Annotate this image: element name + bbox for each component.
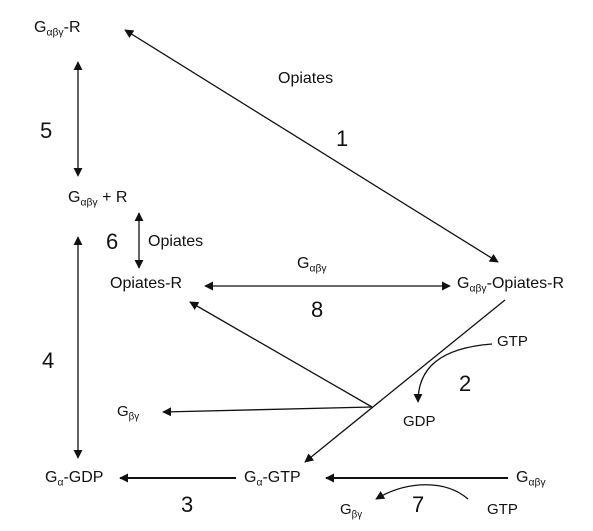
step-number-4: 4 bbox=[42, 348, 55, 373]
node-opiates-r: Opiates-R bbox=[110, 276, 182, 292]
node-g-abg-plus-r: Gαβγ + R bbox=[68, 190, 127, 209]
node-g-abg-bottom: Gαβγ bbox=[516, 470, 546, 489]
arrow-branch-to-opiates-r bbox=[189, 301, 373, 408]
arrow-receptor-to-ga-gtp bbox=[304, 299, 506, 463]
node-g-abg-opiates-r-suffix: -Opiates-R bbox=[486, 275, 564, 292]
node-g-abg-bottom-sub: αβγ bbox=[528, 477, 546, 489]
node-g-a-gdp-main: G bbox=[45, 469, 58, 486]
step-number-1: 1 bbox=[336, 126, 349, 151]
node-opiates-r-text: Opiates-R bbox=[110, 275, 183, 292]
label-g-abg-over-arrow-sub: αβγ bbox=[309, 263, 327, 275]
node-g-abg-r-main: G bbox=[34, 19, 47, 36]
node-g-bg-bottom: Gβγ bbox=[340, 502, 362, 520]
node-g-bg-bottom-sub: βγ bbox=[351, 509, 363, 521]
arrow-step1 bbox=[124, 29, 499, 263]
node-g-abg-r-suffix: -R bbox=[63, 19, 81, 36]
label-opiates-step6: Opiates bbox=[148, 233, 204, 250]
arrow-step7 bbox=[375, 484, 469, 500]
step-number-6: 6 bbox=[106, 229, 119, 254]
node-g-abg-opiates-r: Gαβγ-Opiates-R bbox=[457, 276, 564, 295]
node-g-abg-plus-r-sub: αβγ bbox=[80, 197, 98, 209]
label-g-abg-over-arrow-main: G bbox=[297, 255, 310, 272]
arrow-branch-to-gbg bbox=[162, 406, 373, 417]
step-number-2: 2 bbox=[459, 371, 472, 396]
node-g-abg-plus-r-main: G bbox=[68, 189, 81, 206]
node-g-abg-opiates-r-sub: αβγ bbox=[469, 283, 487, 295]
step-number-7: 7 bbox=[412, 492, 425, 517]
node-g-abg-r: Gαβγ-R bbox=[34, 20, 81, 39]
step-number-3: 3 bbox=[181, 492, 194, 517]
label-gtp-bottom: GTP bbox=[487, 501, 518, 518]
step-number-5: 5 bbox=[40, 118, 53, 143]
node-g-a-gtp-main: G bbox=[244, 469, 257, 486]
node-g-abg-plus-r-suffix: + R bbox=[97, 189, 128, 206]
node-g-abg-bottom-main: G bbox=[516, 469, 529, 486]
label-gtp-right: GTP bbox=[497, 333, 528, 350]
node-g-bg-mid: Gβγ bbox=[117, 404, 139, 422]
node-g-a-gdp-suffix: -GDP bbox=[63, 469, 104, 486]
node-g-bg-mid-main: G bbox=[117, 403, 129, 420]
node-g-abg-opiates-r-main: G bbox=[457, 275, 470, 292]
node-g-a-gtp-sub: α bbox=[256, 477, 263, 489]
node-g-a-gtp-suffix: -GTP bbox=[262, 469, 301, 486]
label-opiates-top: Opiates bbox=[278, 70, 334, 87]
node-g-abg-r-sub: αβγ bbox=[46, 27, 64, 39]
node-g-a-gtp: Gα-GTP bbox=[244, 470, 301, 489]
label-g-abg-over-arrow: Gαβγ bbox=[297, 256, 327, 275]
step-number-8: 8 bbox=[311, 297, 324, 322]
arrow-step2-gtp-to-gdp bbox=[413, 343, 493, 403]
node-g-bg-bottom-main: G bbox=[340, 501, 352, 518]
node-g-bg-mid-sub: βγ bbox=[128, 411, 140, 423]
node-g-a-gdp-sub: α bbox=[57, 477, 64, 489]
label-gdp: GDP bbox=[403, 413, 436, 430]
node-g-a-gdp: Gα-GDP bbox=[45, 470, 103, 489]
